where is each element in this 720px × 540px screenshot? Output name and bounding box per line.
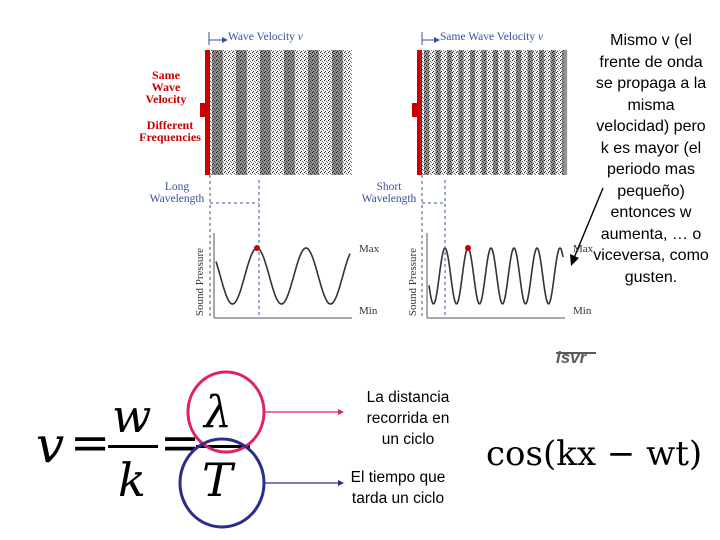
formula-w: w bbox=[112, 389, 152, 443]
short-wavelength-marker bbox=[421, 175, 446, 318]
formula-lambda: λ bbox=[204, 387, 232, 438]
left-graph-axes bbox=[213, 233, 352, 319]
lambda-arrow bbox=[265, 409, 344, 415]
lambda-circle bbox=[186, 370, 266, 454]
left-noise-panel bbox=[200, 50, 352, 175]
right-velocity-label: Same Wave Velocity v bbox=[440, 31, 544, 43]
left-peak-dot bbox=[254, 245, 260, 251]
time-explanation: El tiempo que tarda un ciclo bbox=[350, 469, 446, 507]
formula-k: k bbox=[118, 453, 146, 507]
formula-equals-2: = bbox=[160, 415, 201, 471]
right-noise-panel bbox=[412, 50, 568, 175]
left-max-label: Max bbox=[359, 243, 380, 255]
formula-T: T bbox=[202, 453, 233, 507]
formula-equals-1: = bbox=[70, 415, 111, 471]
different-frequencies-label: Different Frequencies bbox=[139, 118, 201, 144]
distance-explanation: La distancia recorrida en un ciclo bbox=[366, 389, 450, 448]
right-peak-dot bbox=[465, 245, 471, 251]
period-arrow bbox=[264, 480, 344, 486]
long-wavelength-label: Long Wavelength bbox=[149, 181, 205, 205]
formula-fraction-bar-2 bbox=[196, 445, 250, 448]
isvr-logo: isvr bbox=[556, 348, 587, 367]
same-wave-velocity-label: Same Wave Velocity bbox=[145, 68, 187, 106]
long-wavelength-marker bbox=[209, 175, 260, 318]
right-yaxis-label: Sound Pressure bbox=[407, 247, 419, 317]
formula-v: v bbox=[36, 416, 65, 474]
right-sine-wave bbox=[428, 246, 564, 305]
right-velocity-arrow bbox=[421, 32, 440, 45]
formula-fraction-bar-1 bbox=[108, 445, 158, 448]
cos-formula: cos(kx − wt) bbox=[486, 434, 703, 474]
left-sine-wave bbox=[215, 247, 351, 305]
note-pointer-arrow bbox=[570, 187, 604, 266]
logo-bar bbox=[556, 352, 596, 354]
explanation-note: Mismo v (el frente de onda se propaga a … bbox=[593, 32, 709, 286]
right-max-label: Max bbox=[573, 243, 594, 255]
formula-annotations bbox=[178, 370, 344, 529]
left-min-label: Min bbox=[359, 305, 378, 317]
left-yaxis-label: Sound Pressure bbox=[194, 247, 206, 317]
left-velocity-label: Wave Velocity v bbox=[228, 31, 303, 43]
wave-figure bbox=[200, 32, 604, 354]
short-wavelength-label: Short Wavelength bbox=[361, 181, 417, 205]
right-graph-axes bbox=[426, 233, 565, 319]
left-velocity-arrow bbox=[208, 32, 228, 45]
right-min-label: Min bbox=[573, 305, 592, 317]
